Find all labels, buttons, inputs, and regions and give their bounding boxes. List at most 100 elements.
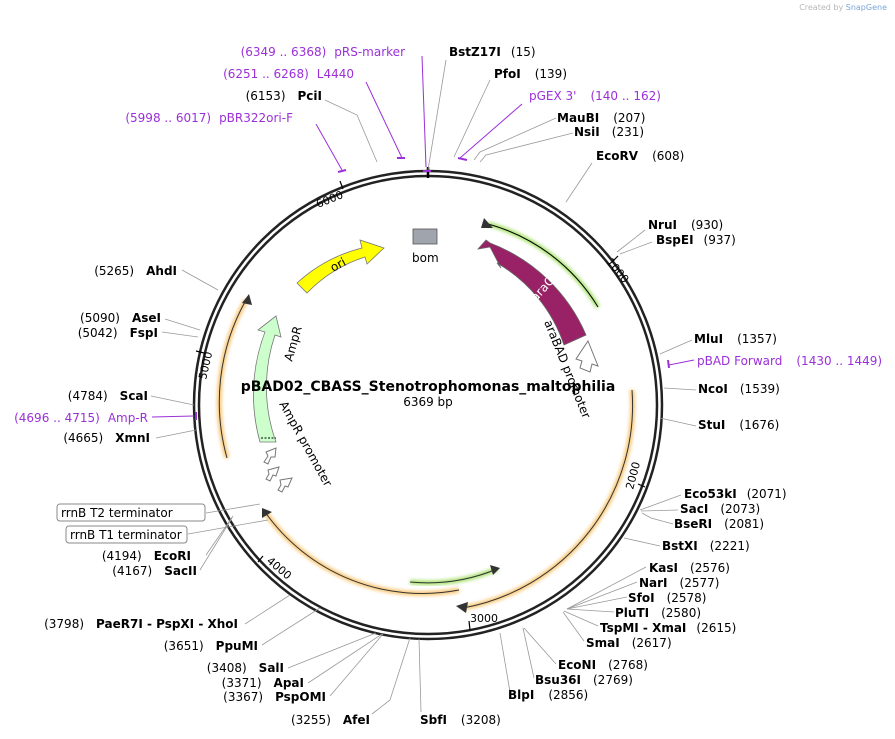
primer-mark-pgex3 [457,157,468,161]
site-xmai: TspMI - XmaI(2615) [600,621,736,635]
leader-pcii [324,99,378,163]
leader-scai [150,395,195,406]
site-xmni: (4665)XmnI [63,431,150,445]
orf-green-arrow [490,565,500,575]
leader-bseri [641,512,674,525]
arac-orf-line [487,223,599,308]
bom-box [412,228,438,245]
orf-right-arrow [456,602,468,613]
leader-ncoi [663,387,697,391]
snapgene-credit: Created by SnapGene [799,3,887,12]
leader-tspmi [563,610,599,627]
site-maubi: MauBI(207) [557,111,645,125]
site-mlui: MluI(1357) [694,332,777,346]
leader-asei [164,318,201,331]
site-asei: (5090)AseI [80,311,161,325]
site-sfoi: SfoI(2578) [628,591,706,605]
tick-2000 [637,483,646,488]
tick-label-3000: 3000 [470,612,498,625]
arabad-promoter-arrow [575,339,599,373]
arac-orf-arrow [481,218,493,228]
leader-bspei [619,241,653,255]
site-pfoi: PfoI(139) [494,67,567,81]
site-kasi: KasI(2576) [649,561,730,575]
tick-4000 [257,555,264,563]
leader-ahdi [181,269,219,291]
rrnb-t1-label: rrnB T1 terminator [70,528,182,542]
leader-mlui [659,339,693,355]
site-ncoi: NcoI(1539) [698,382,780,396]
orf-left-arrow [242,294,252,305]
leader-sali [287,632,377,669]
rrnb-t2-box [56,503,206,522]
site-apai: (3371)ApaI [222,676,304,690]
leader-econi [523,627,557,665]
leader-ppumi [261,607,321,646]
site-bspei: BspEI(937) [656,233,736,247]
site-nrui: NruI(930) [648,218,723,232]
primer-labels: (6349 .. 6368)pRS-marker (6251 .. 6268)L… [14,45,882,425]
leader-nrui [616,229,646,253]
tick-label-5000: 5000 [196,350,215,380]
primer-line-l4440 [365,81,403,159]
orf-bottom-line [264,511,460,594]
tick-label-6000: 6000 [314,188,345,211]
tick-6000 [339,180,344,190]
leader-pfoi [453,79,491,158]
site-blpi: BlpI(2856) [508,688,588,702]
leader-apai [307,633,383,684]
ori-arrow [296,239,385,294]
ampr-label: AmpR [281,324,304,362]
leader-maubi [473,117,557,161]
credit-brand: SnapGene [845,3,887,12]
leader-fspi [161,331,199,338]
orf-right-line [462,389,634,609]
ampr-promoter-arrow [263,447,277,465]
rrnb-t1-box [65,525,188,544]
leader-stui [659,417,697,427]
site-nari: NarI(2577) [639,576,719,590]
leader-nari [566,581,638,610]
site-stui: StuI(1676) [698,418,779,432]
primer-prs-marker: (6349 .. 6368)pRS-marker [241,45,405,59]
rrnb-t1-symbol [277,477,293,493]
rrnb-t2-symbol [265,466,280,482]
leader-blpi [499,632,511,693]
primer-l4440: (6251 .. 6268)L4440 [223,67,354,81]
leader-eco53ki [639,494,682,511]
site-labels: BstZ17I(15) PfoI(139) MauBI(207) NsiI(23… [449,45,787,702]
leader-pluti [566,608,615,613]
plasmid-name: pBAD02_CBASS_Stenotrophomonas_maltophili… [241,379,616,395]
leader-rrnb-t2 [205,503,261,514]
ampr-promoter-label: AmpR promoter [276,399,335,489]
site-bstz17i: BstZ17I(15) [449,45,536,59]
site-sbfi: SbfI(3208) [420,713,501,727]
leader-pspomi [329,633,384,697]
primer-pgex3: pGEX 3'(140 .. 162) [529,89,661,103]
site-econi: EcoNI(2768) [558,658,648,672]
site-ppumi: (3651)PpuMI [164,639,258,653]
primer-line-pbr322ori [315,123,343,171]
leader-bstz17i [427,59,447,171]
leader-bstxi [623,537,661,547]
site-eco53ki: Eco53kI(2071) [684,487,787,501]
leader-lines [150,59,697,715]
primer-amp-r: (4696 .. 4715)Amp-R [14,411,148,425]
bom-label: bom [412,251,439,265]
primer-lines [151,55,695,420]
primer-mark-pbr322ori [337,169,347,173]
leader-smai [562,611,585,642]
site-scai: (4784)ScaI [68,389,148,403]
leader-ecorv [565,162,593,203]
leader-sfoi [566,596,628,610]
primer-line-ampr [151,415,195,418]
primer-pbr322ori-f: (5998 .. 6017)pBR322ori-F [125,111,293,125]
leader-rrnb-t1 [187,519,269,535]
site-bsu36i: Bsu36I(2769) [535,673,633,687]
primer-line-pgex3 [459,103,523,159]
leader-sbfi [418,638,422,713]
plasmid-size: 6369 bp [403,395,453,409]
site-ahdi: (5265)AhdI [94,264,177,278]
orf-green-line [409,568,498,584]
